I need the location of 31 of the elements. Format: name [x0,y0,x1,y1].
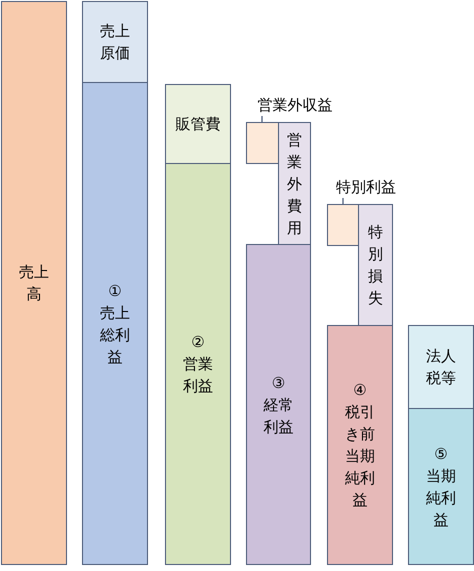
bar-label: 営業外費用 [286,130,302,238]
bar-label: 経常利益 [262,394,294,438]
bar-label: ② [190,332,206,353]
bar-label: ④ [352,380,368,401]
bar-label: 当期純利益 [425,466,457,530]
callout-label: 営業外収益 [256,95,334,116]
profit-bar [327,325,393,565]
income-bar [246,122,279,164]
profit-bar [246,244,311,565]
bar-label: 特別損失 [368,222,384,309]
bar-label: 税引き前当期純利益 [344,402,376,511]
profit-bar [165,163,231,565]
bar-label: 売上原価 [99,21,131,64]
bar-label: 法人税等 [425,346,457,389]
revenue-bar [1,1,67,565]
cost-bar [358,204,393,326]
bar-label: 売上高 [18,262,50,305]
profit-bar [408,408,474,565]
cost-bar [165,84,231,164]
cost-bar [82,1,148,83]
bar-label: 売上総利益 [99,302,131,368]
profit-bar [82,82,148,565]
bar-label: ③ [270,372,286,394]
bar-label: 営業利益 [182,354,214,397]
bar-label: ⑤ [433,444,449,464]
bar-label: 販管費 [174,114,222,135]
cost-bar [278,122,311,245]
income-bar [327,204,359,246]
bar-label: ① [107,280,123,302]
cost-bar [408,325,474,409]
callout-label: 特別利益 [335,177,397,198]
